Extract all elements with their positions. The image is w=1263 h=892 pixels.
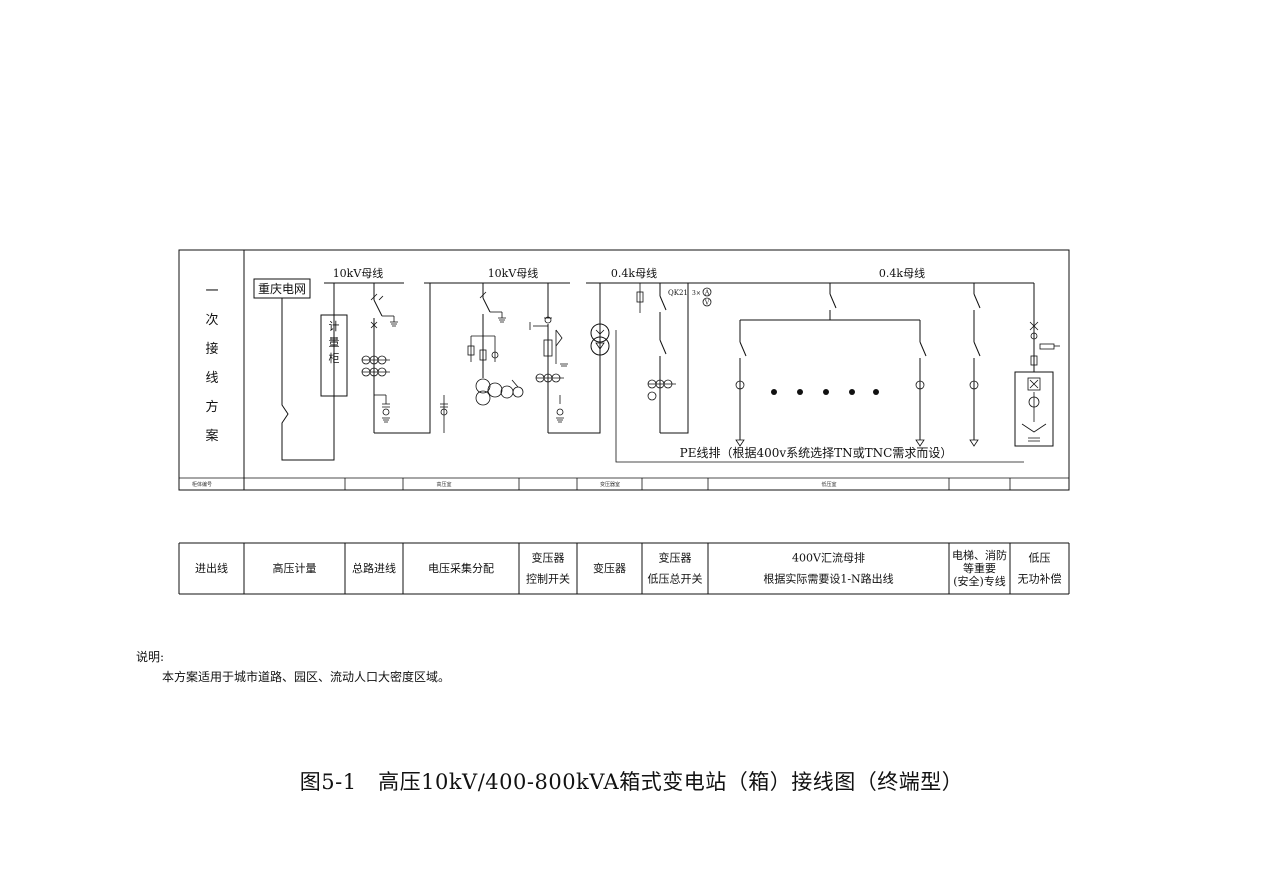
table-cell-8-line-1: 400V汇流母排 [792, 551, 865, 565]
lv-main-switch: QK21 3× A V [636, 283, 712, 434]
table-cell-5-line-2: 控制开关 [526, 572, 570, 586]
table-cell-2-line-1: 高压计量 [273, 561, 317, 575]
meter-cabinet-char-2: 量 [329, 336, 340, 349]
description-table: 进出线高压计量总路进线电压采集分配变压器控制开关变压器变压器低压总开关400V汇… [178, 542, 1070, 595]
incoming-feeder [361, 283, 448, 434]
row-header-char-1: 一 [205, 284, 218, 299]
busbar-feeders [735, 283, 927, 447]
number-cell-hv: 高压室 [436, 481, 451, 488]
table-cell-9-line-1: 电梯、消防 [952, 548, 1007, 562]
transformer-symbol [590, 323, 610, 433]
pt-branch [467, 283, 524, 406]
incoming-cable [281, 283, 335, 461]
number-cell-tr: 变压器室 [600, 481, 620, 488]
table-cell-1-line-1: 进出线 [195, 561, 228, 575]
row-header: 一 次 接 线 方 案 [205, 284, 218, 444]
number-cell-lv: 低压室 [821, 481, 836, 488]
metering-pt-branch [529, 283, 601, 434]
special-feeder [969, 283, 981, 447]
row-header-char-2: 次 [205, 312, 218, 328]
bus-label-1: 10kV母线 [333, 266, 384, 280]
source-label: 重庆电网 [258, 282, 306, 296]
pe-bar-label: PE线排（根据400v系统选择TN或TNC需求而设） [680, 446, 953, 460]
table-cell-3-line-1: 总路进线 [352, 561, 396, 575]
note-title: 说明: [136, 650, 165, 664]
table-cell-9-line-2: 等重要 [963, 561, 996, 575]
note-text: 本方案适用于城市道路、园区、流动人口大密度区域。 [162, 670, 451, 684]
neutral-line [615, 330, 1024, 463]
meter-cabinet-char-3: 柜 [329, 352, 340, 365]
table-cell-10-line-1: 低压 [1029, 552, 1051, 565]
table-cell-8-line-2: 根据实际需要设1-N路出线 [763, 572, 893, 586]
bus-label-4: 0.4k母线 [879, 266, 925, 280]
meter-cabinet-box [320, 314, 348, 397]
bus-label-3: 0.4k母线 [611, 266, 657, 280]
number-row-header: 柜体编号 [192, 481, 212, 488]
table-cell-7-line-1: 变压器 [659, 551, 692, 565]
figure-caption: 图5-1 高压10kV/400-800kVA箱式变电站（箱）接线图（终端型） [299, 770, 964, 794]
ammeter-label: A [704, 290, 710, 297]
qk-label: QK21 [668, 289, 688, 297]
table-cell-6-line-1: 变压器 [593, 561, 626, 575]
table-cell-5-line-1: 变压器 [532, 551, 565, 565]
voltmeter-label: V [704, 300, 710, 307]
number-row: 柜体编号 高压室 变压器室 低压室 [192, 478, 1011, 490]
row-header-char-5: 方 [205, 399, 218, 415]
bus-label-2: 10kV母线 [488, 266, 539, 280]
count-label: 3× [692, 290, 701, 297]
compensation-feeder [1014, 283, 1060, 447]
diagram-frame [178, 249, 1070, 491]
row-header-char-6: 案 [205, 429, 218, 444]
meter-cabinet-char-1: 计 [329, 320, 340, 333]
table-cell-10-line-2: 无功补偿 [1018, 572, 1062, 586]
row-header-char-4: 线 [205, 371, 218, 386]
table-cell-4-line-1: 电压采集分配 [428, 561, 494, 575]
table-cell-9-line-3: (安全)专线 [953, 574, 1006, 588]
row-header-char-3: 接 [205, 341, 218, 357]
table-cell-7-line-2: 低压总开关 [648, 572, 703, 586]
